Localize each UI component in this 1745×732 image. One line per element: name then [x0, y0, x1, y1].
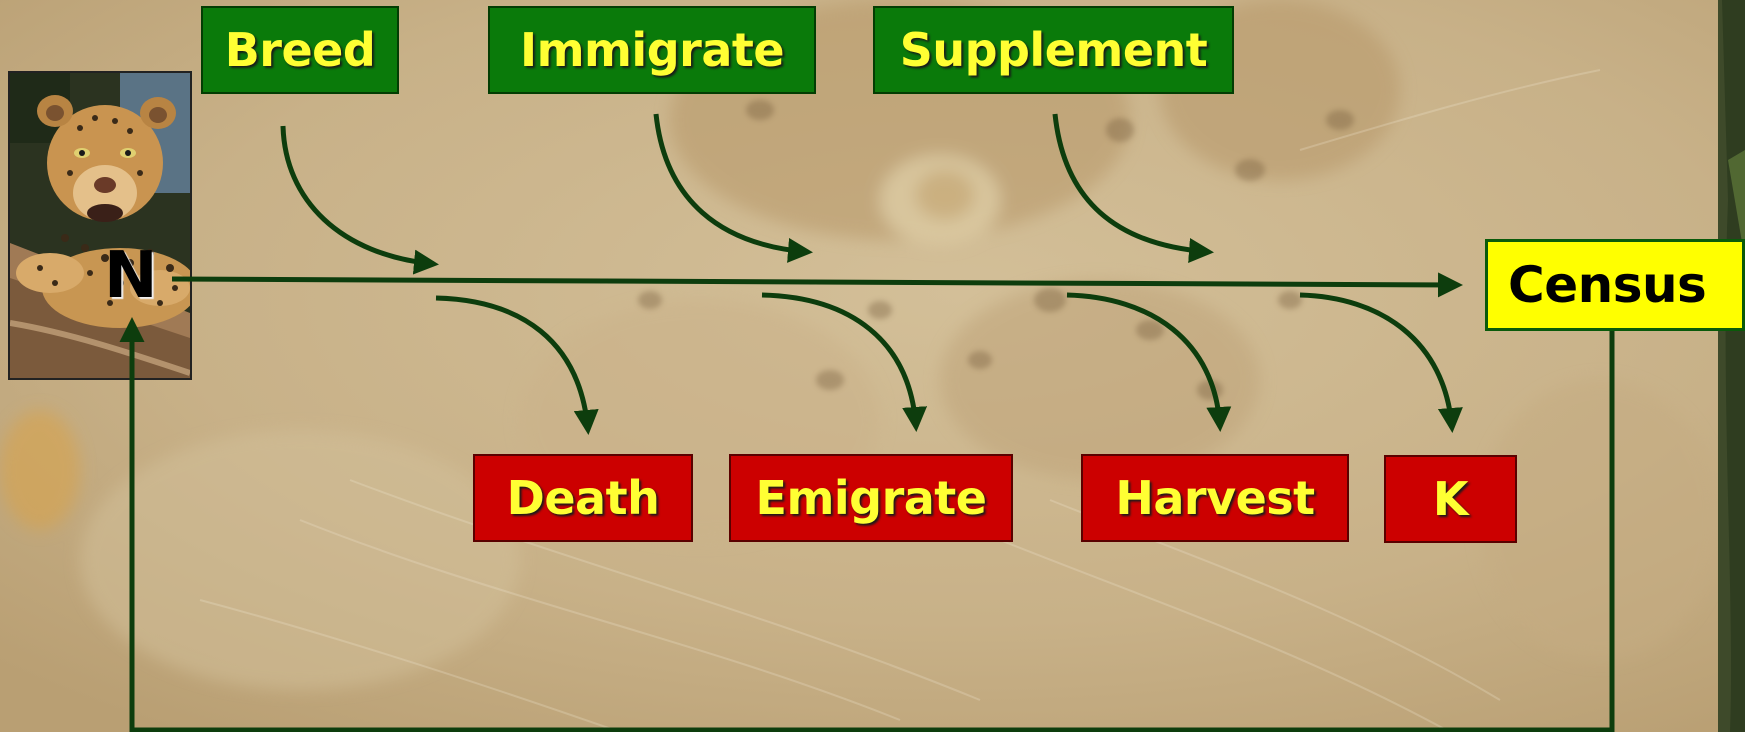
breed-box: Breed: [201, 6, 399, 94]
immigrate-box: Immigrate: [488, 6, 816, 94]
leopard-photo: [8, 71, 192, 380]
census-box: Census: [1485, 239, 1745, 331]
supplement-box: Supplement: [873, 6, 1234, 94]
supplement-inflow-arrow: [1052, 113, 1214, 263]
death-box: Death: [473, 454, 693, 542]
feedback-loop-arrow: [119, 317, 1615, 732]
death-outflow-arrow: [435, 295, 599, 435]
immigrate-inflow-arrow: [653, 113, 813, 263]
k-outflow-arrow: [1299, 292, 1463, 433]
main-flow-arrow: [171, 272, 1463, 298]
emigrate-outflow-arrow: [761, 292, 928, 432]
harvest-box: Harvest: [1081, 454, 1349, 542]
emigrate-box: Emigrate: [729, 454, 1013, 542]
population-n-label: N: [104, 239, 158, 313]
k-box: K: [1384, 455, 1517, 543]
breed-inflow-arrow: [280, 125, 439, 275]
harvest-outflow-arrow: [1066, 292, 1232, 432]
